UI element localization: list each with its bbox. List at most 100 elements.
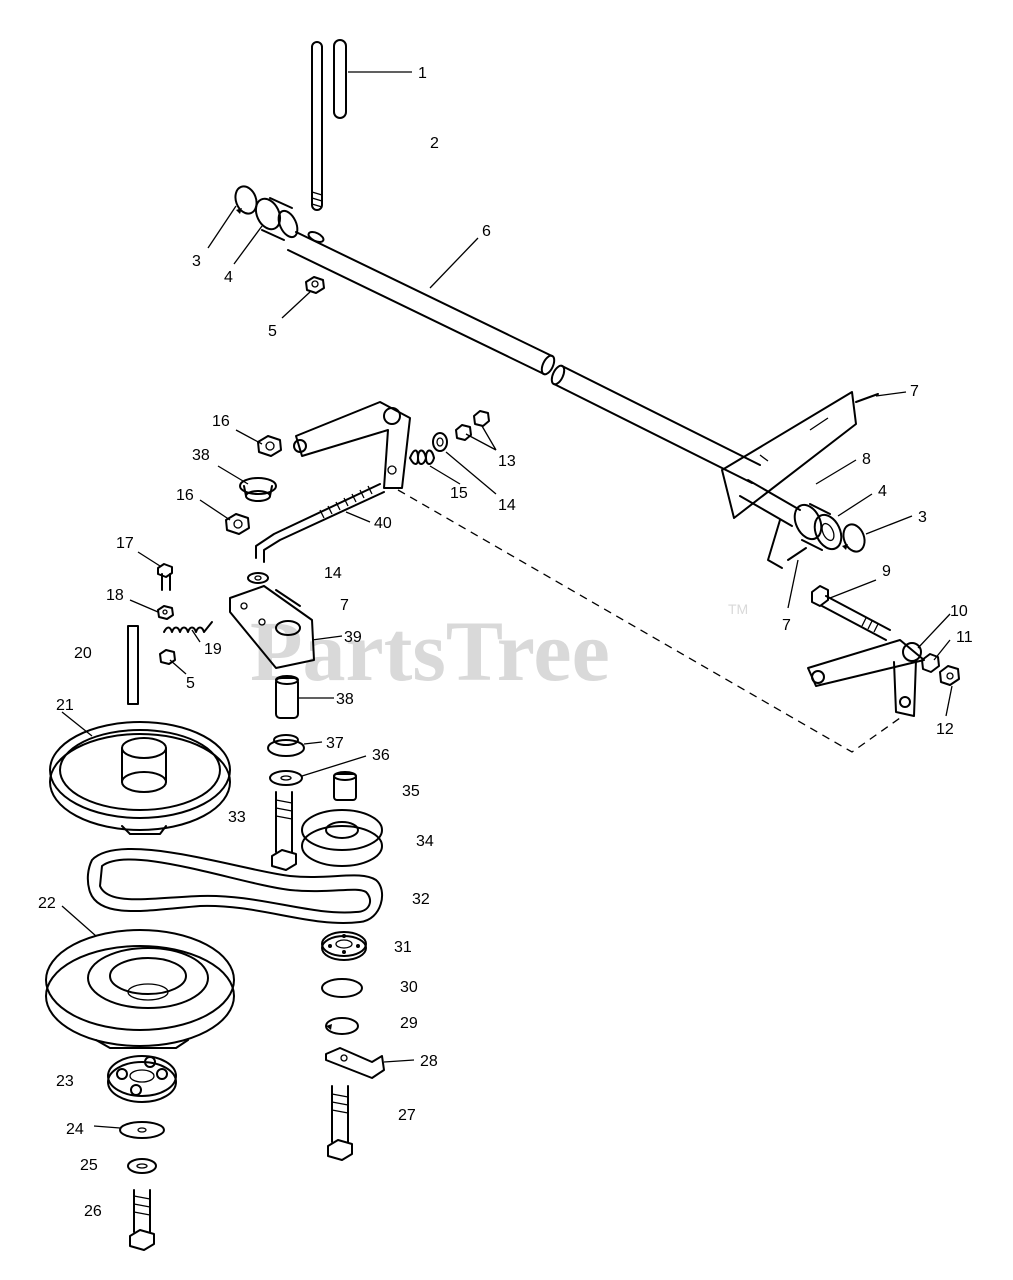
callout-label: 35 bbox=[402, 783, 420, 800]
callout-label: 33 bbox=[228, 809, 246, 826]
part-lever-arm bbox=[293, 401, 411, 489]
callout-label: 7 bbox=[910, 383, 919, 400]
callout-label: 15 bbox=[450, 485, 468, 502]
part-idler-bracket bbox=[229, 585, 315, 669]
part-hex-bolt-26 bbox=[129, 1189, 155, 1251]
callout-label: 29 bbox=[400, 1015, 418, 1032]
callout-label: 4 bbox=[224, 269, 233, 286]
callout-label: 14 bbox=[498, 497, 516, 514]
callout-label: 40 bbox=[374, 515, 392, 532]
part-spacer-35 bbox=[333, 771, 357, 801]
part-nuts-pair bbox=[455, 410, 490, 441]
callout-label: 24 bbox=[66, 1121, 84, 1138]
callout-label: 31 bbox=[394, 939, 412, 956]
callout-label: 30 bbox=[400, 979, 418, 996]
callout-label: 39 bbox=[344, 629, 362, 646]
part-threaded-rod bbox=[255, 483, 385, 563]
watermark-text: PartsTree bbox=[250, 603, 610, 699]
part-cotter-pin-bracket bbox=[275, 589, 301, 607]
part-retaining-ring-30 bbox=[321, 978, 363, 998]
callout-label: 25 bbox=[80, 1157, 98, 1174]
callout-label: 27 bbox=[398, 1107, 416, 1124]
part-small-nut bbox=[157, 605, 174, 620]
part-cross-shaft bbox=[287, 231, 761, 484]
callout-label: 16 bbox=[212, 413, 230, 430]
callout-label: 38 bbox=[192, 447, 210, 464]
callout-label: 36 bbox=[372, 747, 390, 764]
part-compression-spring bbox=[409, 449, 435, 465]
callout-label: 7 bbox=[340, 597, 349, 614]
watermark-trademark: TM bbox=[728, 601, 748, 617]
part-lock-washer-25 bbox=[127, 1158, 157, 1174]
callout-label: 8 bbox=[862, 451, 871, 468]
callout-label: 37 bbox=[326, 735, 344, 752]
part-nut-small bbox=[921, 653, 940, 673]
part-hex-nut-lower bbox=[159, 649, 176, 665]
part-pivot-bolt bbox=[327, 1085, 353, 1161]
part-mounting-plate bbox=[721, 391, 857, 569]
part-upper-pulley bbox=[49, 721, 231, 835]
part-snap-ring-left bbox=[234, 185, 258, 215]
callout-label: 4 bbox=[878, 483, 887, 500]
part-flat-washer-24 bbox=[119, 1121, 165, 1139]
part-long-bolt bbox=[811, 585, 891, 641]
alignment-line bbox=[397, 489, 901, 753]
part-snap-ring-right bbox=[842, 523, 866, 553]
part-square-key bbox=[127, 625, 139, 705]
part-cotter-pin-upper bbox=[855, 393, 879, 403]
callout-label: 19 bbox=[204, 641, 222, 658]
callout-label: 2 bbox=[430, 135, 439, 152]
callout-label: 32 bbox=[412, 891, 430, 908]
callout-label: 10 bbox=[950, 603, 968, 620]
part-small-bolt bbox=[157, 563, 173, 591]
callout-label: 13 bbox=[498, 453, 516, 470]
part-angle-bracket bbox=[325, 1047, 385, 1079]
part-bellcrank bbox=[807, 639, 925, 717]
part-bushing-left bbox=[254, 197, 299, 241]
part-washer-36 bbox=[269, 770, 303, 786]
part-flange-bushing-37 bbox=[267, 734, 305, 757]
callout-label: 12 bbox=[936, 721, 954, 738]
callout-label: 38 bbox=[336, 691, 354, 708]
callout-label: 34 bbox=[416, 833, 434, 850]
part-drive-belt bbox=[86, 847, 384, 924]
callout-label: 6 bbox=[482, 223, 491, 240]
part-nut-16-upper bbox=[257, 435, 282, 457]
callout-label: 21 bbox=[56, 697, 74, 714]
callout-label: 17 bbox=[116, 535, 134, 552]
callout-label: 28 bbox=[420, 1053, 438, 1070]
part-bearing-31 bbox=[321, 931, 367, 961]
part-retaining-ring-29 bbox=[325, 1017, 359, 1035]
part-nut-16-lower bbox=[225, 513, 250, 535]
callout-label: 18 bbox=[106, 587, 124, 604]
part-flange-bushing-38-upper bbox=[239, 477, 277, 502]
part-sleeve bbox=[333, 39, 347, 119]
part-shoulder-bolt bbox=[271, 791, 297, 871]
callout-label: 23 bbox=[56, 1073, 74, 1090]
callout-label: 20 bbox=[74, 645, 92, 662]
callout-label: 5 bbox=[268, 323, 277, 340]
callout-label: 11 bbox=[956, 629, 973, 646]
callout-label: 26 bbox=[84, 1203, 102, 1220]
callout-label: 3 bbox=[192, 253, 201, 270]
callout-label: 7 bbox=[782, 617, 791, 634]
part-washer-14-lower bbox=[247, 572, 269, 584]
part-idler-pulley bbox=[301, 809, 383, 867]
part-lock-nut bbox=[939, 665, 960, 686]
callout-label: 9 bbox=[882, 563, 891, 580]
part-lower-pulley bbox=[45, 929, 235, 1049]
callout-label: 14 bbox=[324, 565, 342, 582]
callout-label: 3 bbox=[918, 509, 927, 526]
callout-label: 22 bbox=[38, 895, 56, 912]
part-hex-nut-top bbox=[305, 276, 325, 294]
part-bushing-right bbox=[793, 503, 843, 551]
part-rod bbox=[311, 41, 323, 211]
part-bearing-23 bbox=[107, 1055, 177, 1103]
callout-label: 16 bbox=[176, 487, 194, 504]
leader-lines bbox=[61, 71, 953, 1129]
part-washer-upper bbox=[432, 432, 448, 452]
part-cotter-pin-lower bbox=[787, 547, 807, 561]
callout-label: 1 bbox=[418, 65, 427, 82]
